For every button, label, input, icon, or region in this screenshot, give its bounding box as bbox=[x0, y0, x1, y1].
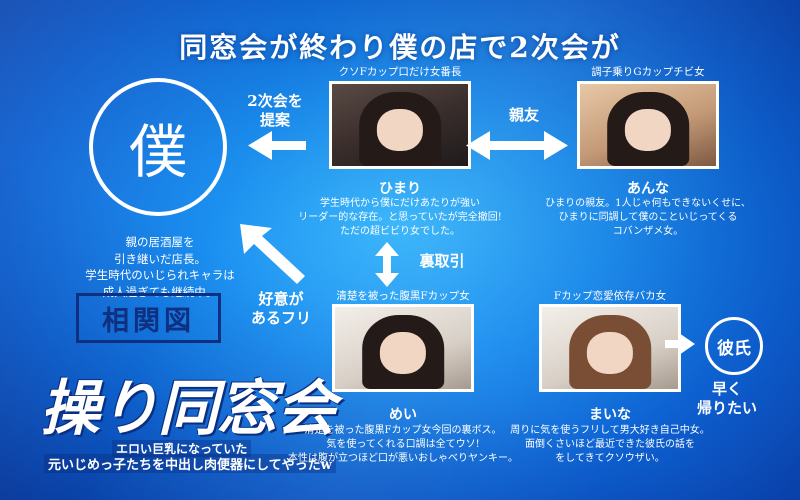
anna-desc-line: ひまりに同調して僕のこといじってくる bbox=[558, 212, 738, 223]
mei-photo bbox=[332, 304, 474, 392]
maina-desc-line: をしてきてクソウザい。 bbox=[555, 453, 665, 464]
himari-photo bbox=[329, 81, 471, 169]
himari-caption: クソFカップ口だけ女番長 bbox=[338, 66, 462, 78]
relation-label-line: あるフリ bbox=[250, 309, 311, 327]
logo-title: 操り同窓会 bbox=[40, 374, 336, 444]
mei-name: めい bbox=[389, 407, 417, 423]
arrow-himari-mei bbox=[375, 242, 399, 287]
boku-desc-line: 親の居酒屋を bbox=[125, 235, 195, 249]
boku-desc-line: 引き継いだ店長。 bbox=[114, 251, 206, 266]
anna-description: ひまりの親友。1人じゃ何もできないくせに、 ひまりに同調して僕のこといじってくる… bbox=[518, 197, 778, 239]
maina-caption: Fカップ恋愛依存バカ女 bbox=[553, 290, 667, 302]
relation-label-kouifuri: 好意が あるフリ bbox=[236, 290, 326, 328]
anna-desc-line: ひまりの親友。1人じゃ何もできないくせに、 bbox=[545, 198, 751, 209]
logo-subtitle-1: エロい巨乳になっていた bbox=[112, 440, 252, 457]
relation-label-hayaku: 早く 帰りたい bbox=[682, 380, 772, 418]
mei-desc-line: 気を使ってくれる口調は全てウソ! bbox=[326, 439, 480, 450]
soukanzu-box: 相関図 bbox=[76, 293, 221, 343]
himari-desc-line: リーダー的な存在。と思っていたが完全撤回! bbox=[298, 212, 502, 223]
relation-label-line: 2次会を bbox=[247, 92, 303, 110]
relation-label-teian: 2次会を 提案 bbox=[235, 92, 315, 130]
boku-circle: 僕 bbox=[89, 78, 227, 216]
maina-desc-line: 面倒くさいほど最近できた彼氏の話を bbox=[525, 439, 695, 450]
maina-description: 周りに気を使うフリして男大好き自己中女。 面倒くさいほど最近できた彼氏の話を を… bbox=[480, 424, 740, 466]
mei-desc-line: 本性は腹が立つほど口が悪いおしゃべりヤンキー。 bbox=[288, 453, 518, 464]
relation-label-line: 早く bbox=[711, 380, 742, 398]
kareshi-circle: 彼氏 bbox=[705, 317, 763, 375]
anna-caption: 調子乗りGカップチビ女 bbox=[591, 66, 705, 78]
himari-description: 学生時代から僕にだけあたりが強い リーダー的な存在。と思っていたが完全撤回! た… bbox=[270, 197, 530, 239]
logo-subtitle-2: 元いじめっ子たちを中出し肉便器にしてやったw bbox=[44, 454, 336, 473]
relation-label-line: 提案 bbox=[259, 111, 290, 129]
himari-name: ひまり bbox=[379, 181, 421, 197]
relation-label-uratorihiki: 裏取引 bbox=[419, 252, 465, 270]
anna-name: あんな bbox=[627, 181, 669, 197]
himari-desc-line: 学生時代から僕にだけあたりが強い bbox=[320, 198, 480, 209]
maina-desc-line: 周りに気を使うフリして男大好き自己中女。 bbox=[510, 425, 710, 436]
arrow-himari-to-boku bbox=[248, 131, 306, 160]
relation-label-shinyu: 親友 bbox=[508, 106, 539, 124]
mei-desc-line: 清楚を被った腹黒Fカップ女今回の裏ボス。 bbox=[304, 425, 502, 436]
anna-desc-line: コバンザメ女。 bbox=[612, 226, 684, 237]
arrow-mei-to-boku bbox=[240, 224, 305, 284]
mei-description: 清楚を被った腹黒Fカップ女今回の裏ボス。 気を使ってくれる口調は全てウソ! 本性… bbox=[268, 424, 538, 466]
himari-desc-line: ただの超ビビり女でした。 bbox=[340, 226, 460, 237]
relation-label-line: 帰りたい bbox=[696, 399, 757, 417]
boku-desc-line: 学生時代のいじられキャラは bbox=[85, 268, 235, 282]
maina-name: まいな bbox=[589, 407, 631, 423]
mei-caption: 清楚を被った腹黒Fカップ女 bbox=[336, 290, 470, 302]
arrow-maina-to-kareshi bbox=[665, 333, 695, 355]
relation-label-line: 好意が bbox=[258, 290, 304, 308]
anna-photo bbox=[577, 81, 719, 169]
headline: 同窓会が終わり僕の店で2次会が bbox=[179, 31, 621, 64]
maina-photo bbox=[539, 304, 681, 392]
arrow-himari-anna bbox=[466, 131, 568, 160]
